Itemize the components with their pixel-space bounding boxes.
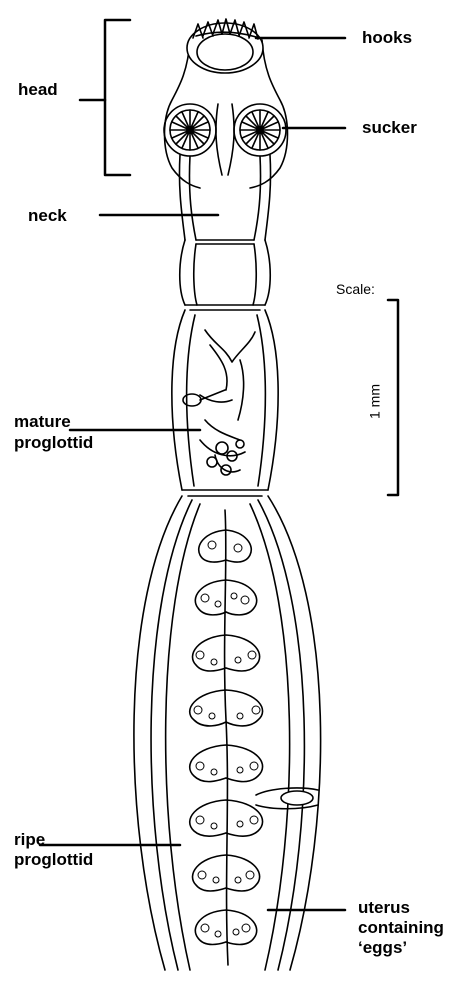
label-mature-line1: mature: [14, 412, 71, 431]
label-head: head: [18, 80, 58, 99]
sucker-right: [234, 104, 286, 156]
mature-proglottid-shape: [172, 310, 278, 496]
label-ripe-line2: proglottid: [14, 850, 93, 869]
neck-region: [179, 155, 270, 310]
label-mature-line2: proglottid: [14, 433, 93, 452]
label-uterus-line1: uterus: [358, 898, 410, 917]
label-ripe-line1: ripe: [14, 830, 45, 849]
label-sucker: sucker: [362, 118, 417, 137]
label-uterus-line2: containing: [358, 918, 444, 937]
label-neck: neck: [28, 206, 67, 225]
label-hooks: hooks: [362, 28, 412, 47]
scale-title: Scale:: [336, 280, 375, 299]
ripe-proglottid-shape: [134, 496, 321, 970]
scolex: [165, 19, 288, 188]
label-uterus-line3: ‘eggs’: [358, 938, 407, 957]
scale-length: 1 mm: [366, 377, 385, 427]
sucker-left: [164, 104, 216, 156]
